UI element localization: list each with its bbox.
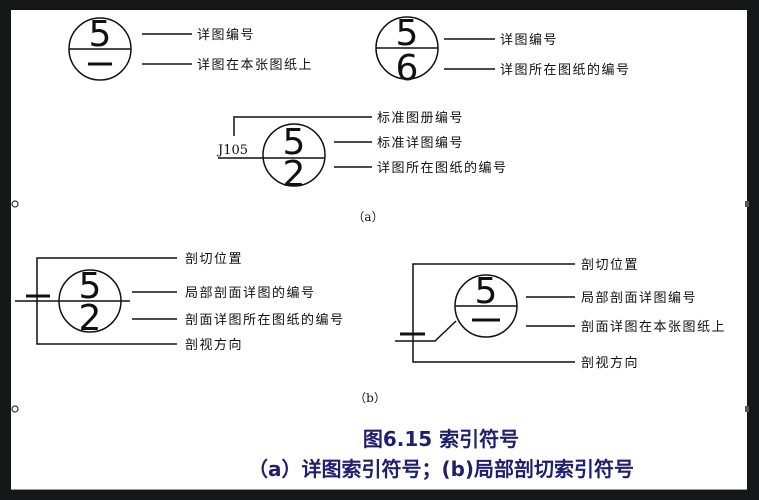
sheet-number: 2 <box>79 298 102 339</box>
resize-handle-right-top[interactable] <box>745 201 749 207</box>
label-section-detail-number: 局部剖面详图的编号 <box>185 285 316 301</box>
label-cutting-position: 剖切位置 <box>185 252 243 267</box>
resize-handle-left-bottom[interactable] <box>11 405 19 413</box>
section-index-symbol-other-sheet: 5 2 剖切位置 局部剖面详图的编号 剖面详图所在图纸的编号 剖视方向 <box>15 252 345 353</box>
label-sheet-number: 详图所在图纸的编号 <box>377 160 508 176</box>
label-standard-detail-number: 标准详图编号 <box>377 136 464 151</box>
section-bracket <box>412 263 575 363</box>
section-index-symbol-same-sheet: 5 剖切位置 局部剖面详图编号 剖面详图在本张图纸上 剖视方向 <box>395 258 726 371</box>
label-detail-number: 详图编号 <box>500 33 558 48</box>
detail-number: 5 <box>396 13 419 54</box>
detail-number: 5 <box>475 271 498 312</box>
sheet-number: 6 <box>396 48 419 89</box>
sheet-number: 2 <box>283 154 306 195</box>
detail-index-symbol-same-sheet: 5 详图编号 详图在本张图纸上 <box>68 14 313 81</box>
figure-caption-title: 图6.15 索引符号 <box>363 427 519 451</box>
section-leader <box>395 320 457 342</box>
index-circle <box>262 123 326 187</box>
label-atlas-number: 标准图册编号 <box>377 111 464 126</box>
label-view-direction: 剖视方向 <box>185 337 243 353</box>
standard-detail-index-symbol: J105 5 2 标准图册编号 标准详图编号 详图所在图纸的编号 <box>216 111 508 195</box>
atlas-code: J105 <box>216 143 248 158</box>
atlas-leader-line <box>233 116 372 136</box>
label-view-direction: 剖视方向 <box>581 355 639 371</box>
index-circle <box>58 269 122 333</box>
label-section-detail-number: 局部剖面详图编号 <box>581 291 697 306</box>
figure-caption-subtitle: （a）详图索引符号；(b)局部剖切索引符号 <box>248 457 634 481</box>
subfigure-label-a: （a） <box>352 210 383 224</box>
label-cutting-position: 剖切位置 <box>581 258 639 273</box>
diagram-canvas <box>11 10 747 490</box>
detail-number: 5 <box>283 122 306 163</box>
label-sheet-number: 剖面详图所在图纸的编号 <box>185 312 345 328</box>
detail-index-symbol-other-sheet: 5 6 详图编号 详图所在图纸的编号 <box>375 13 631 89</box>
detail-number: 5 <box>89 14 112 55</box>
resize-handle-left-top[interactable] <box>11 200 19 208</box>
label-same-sheet: 剖面详图在本张图纸上 <box>581 320 726 335</box>
subfigure-label-b: （b） <box>354 391 386 405</box>
resize-handle-right-bottom[interactable] <box>745 406 749 412</box>
label-detail-number: 详图编号 <box>197 28 255 43</box>
label-same-sheet: 详图在本张图纸上 <box>197 58 313 73</box>
label-sheet-number: 详图所在图纸的编号 <box>500 62 631 78</box>
detail-number: 5 <box>79 266 102 307</box>
